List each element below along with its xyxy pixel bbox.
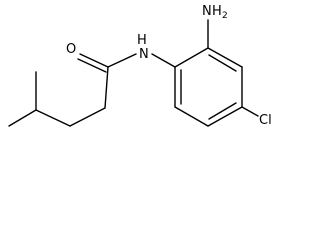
atom-label-chlorine: Cl [259,113,272,128]
atom-label-amino-hydrogen: H [212,4,222,19]
bond-chloro [241,106,259,117]
ring-bond-2 [207,47,243,68]
bond-chain-1 [35,109,71,127]
bond-amide-c-n [107,53,137,68]
atom-label-amide-nitrogen: N [139,47,149,62]
bond-carbonyl-2 [77,58,107,73]
atom-label-amide-hydrogen: H [137,33,147,48]
ring-double-2 [208,102,237,120]
atom-label-oxygen: O [66,42,76,57]
atom-label-amino-nitrogen: N [202,4,212,19]
bond-carbonyl-1 [79,53,109,68]
chemical-structure-diagram: O H N N H 2 Cl [8,4,272,128]
bond-chain-3 [104,66,109,109]
atom-label-amino-subscript: 2 [222,11,228,21]
ring-double-1 [208,54,237,72]
bond-n-ring [151,53,176,68]
bond-chain-2 [69,107,106,127]
ring-bond-1 [174,47,209,68]
ring-bond-4 [207,106,243,127]
bond-methyl-a [8,109,37,127]
ring-bond-5 [174,106,209,127]
